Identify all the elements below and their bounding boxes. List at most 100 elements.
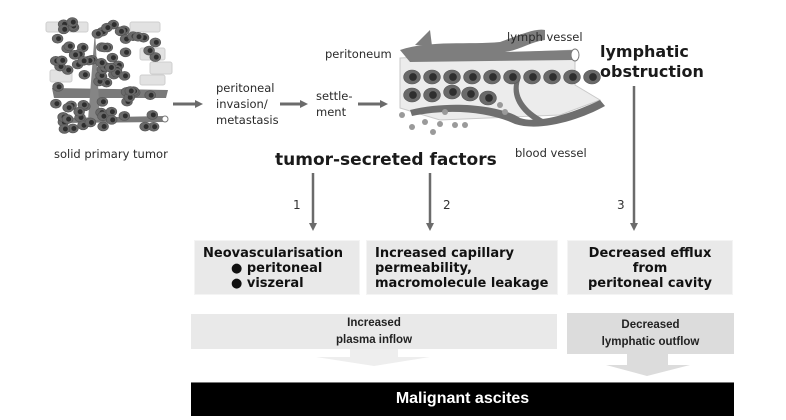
tumor-label: solid primary tumor	[54, 147, 168, 161]
cell-nucleus-icon	[101, 123, 107, 129]
lymph-vessel-label: lymph vessel	[507, 30, 583, 44]
pathway-line: from	[632, 261, 668, 276]
pathway-box-neovascularisation: Neovascularisation ● peritoneal ● viszer…	[194, 240, 360, 295]
cell-nucleus-icon	[108, 65, 114, 71]
pathway-line: permeability,	[375, 261, 472, 276]
cell-nucleus-icon	[73, 52, 79, 58]
pathway-line: macromolecule leakage	[375, 276, 549, 291]
secreted-factor-dot-icon	[497, 102, 503, 108]
settlement-label-line: ment	[316, 105, 347, 119]
cell-nucleus-icon	[60, 57, 66, 63]
invasion-label: peritoneal invasion/ metastasis	[216, 80, 279, 128]
cell-nucleus-icon	[56, 84, 62, 90]
cell-nucleus-icon	[102, 45, 108, 50]
secreted-factor-dot-icon	[502, 109, 508, 115]
cell-nucleus-icon	[82, 72, 88, 78]
cell-nucleus-icon	[485, 94, 493, 102]
cell-nucleus-icon	[87, 58, 93, 64]
obstruction-label-line: obstruction	[600, 62, 704, 81]
cell-nucleus-icon	[127, 94, 133, 100]
cell-nucleus-icon	[128, 88, 134, 94]
pathway-number-1: 1	[293, 198, 301, 212]
cell-nucleus-icon	[143, 124, 149, 130]
cell-nucleus-icon	[111, 22, 117, 28]
effect-line: plasma inflow	[335, 334, 413, 346]
pathway-number-2: 2	[443, 198, 451, 212]
cell-nucleus-icon	[70, 19, 76, 25]
pathway-number-3: 3	[617, 198, 625, 212]
pathway-box-permeability: Increased capillary permeability, macrom…	[366, 240, 558, 295]
secreted-factor-dot-icon	[409, 124, 415, 130]
cell-nucleus-icon	[66, 105, 72, 111]
cell-nucleus-icon	[105, 80, 110, 86]
secreted-factor-dot-icon	[437, 121, 443, 127]
invasion-label-line: metastasis	[216, 113, 279, 127]
pathway-bullet: ● viszeral	[231, 276, 304, 291]
effect-line: Decreased	[621, 319, 680, 331]
pathway-title: Neovascularisation	[203, 246, 344, 261]
pathway-bullet: ● peritoneal	[231, 261, 323, 276]
cell-nucleus-icon	[66, 67, 72, 73]
cell-nucleus-icon	[429, 91, 437, 99]
secreted-factor-dot-icon	[462, 122, 468, 128]
cell-nucleus-icon	[54, 101, 60, 107]
cell-nucleus-icon	[589, 73, 597, 81]
settlement-label-line: settle-	[316, 89, 353, 103]
secreted-factor-dot-icon	[399, 112, 405, 118]
cell-nucleus-icon	[101, 113, 107, 119]
pathway-box-efflux: Decreased efflux from peritoneal cavity	[567, 240, 733, 295]
cell-nucleus-icon	[110, 117, 116, 123]
secreted-factor-dot-icon	[452, 122, 458, 128]
effect-line: lymphatic outflow	[601, 336, 700, 348]
cell-nucleus-icon	[529, 73, 537, 81]
cell-nucleus-icon	[95, 31, 101, 37]
cell-nucleus-icon	[66, 116, 72, 122]
effect-line: Increased	[347, 317, 401, 329]
pathway-line: Increased capillary	[375, 246, 514, 261]
cell-nucleus-icon	[105, 25, 111, 31]
cell-nucleus-icon	[122, 113, 128, 119]
invasion-label-line: peritoneal	[216, 81, 275, 95]
cell-nucleus-icon	[81, 102, 87, 108]
cell-nucleus-icon	[110, 55, 116, 61]
cell-nucleus-icon	[67, 43, 73, 49]
cell-nucleus-icon	[77, 109, 83, 115]
cell-nucleus-icon	[429, 73, 437, 81]
cell-nucleus-icon	[99, 73, 105, 79]
cell-nucleus-icon	[509, 73, 517, 81]
cell-nucleus-icon	[81, 58, 87, 64]
cell-nucleus-icon	[467, 90, 475, 98]
cell-nucleus-icon	[71, 125, 77, 131]
tumor-illustration-icon	[45, 17, 173, 134]
pathway-line: Decreased efflux	[588, 246, 712, 261]
cell-nucleus-icon	[147, 48, 153, 54]
cell-nucleus-icon	[123, 73, 128, 79]
cell-nucleus-icon	[148, 92, 154, 98]
peritoneum-label: peritoneum	[325, 47, 392, 61]
result-malignant-ascites: Malignant ascites	[191, 382, 734, 416]
cell-nucleus-icon	[152, 124, 158, 130]
cell-nucleus-icon	[150, 112, 156, 118]
cell-nucleus-icon	[62, 26, 68, 32]
cell-nucleus-icon	[81, 45, 87, 51]
arrow-outflow-to-result	[606, 349, 690, 376]
cell-nucleus-icon	[58, 64, 64, 69]
cell-nucleus-icon	[88, 119, 94, 125]
cell-nucleus-icon	[100, 99, 106, 105]
peritoneum-illustration-icon	[399, 29, 605, 135]
cell-nucleus-icon	[569, 73, 577, 81]
secreted-factor-dot-icon	[422, 119, 428, 125]
cell-nucleus-icon	[99, 60, 105, 66]
factors-label: tumor-secreted factors	[275, 150, 497, 170]
obstruction-label: lymphatic obstruction	[600, 42, 704, 82]
secreted-factor-dot-icon	[430, 129, 436, 135]
cell-nucleus-icon	[549, 73, 557, 81]
cell-nucleus-icon	[153, 39, 159, 45]
bullet-text: peritoneal	[246, 261, 323, 276]
effect-box-plasma-inflow: Increased plasma inflow	[191, 314, 557, 349]
secreted-factor-dot-icon	[442, 109, 448, 115]
cell-nucleus-icon	[124, 49, 130, 55]
bullet-text: viszeral	[246, 276, 304, 291]
cell-nucleus-icon	[449, 73, 457, 81]
